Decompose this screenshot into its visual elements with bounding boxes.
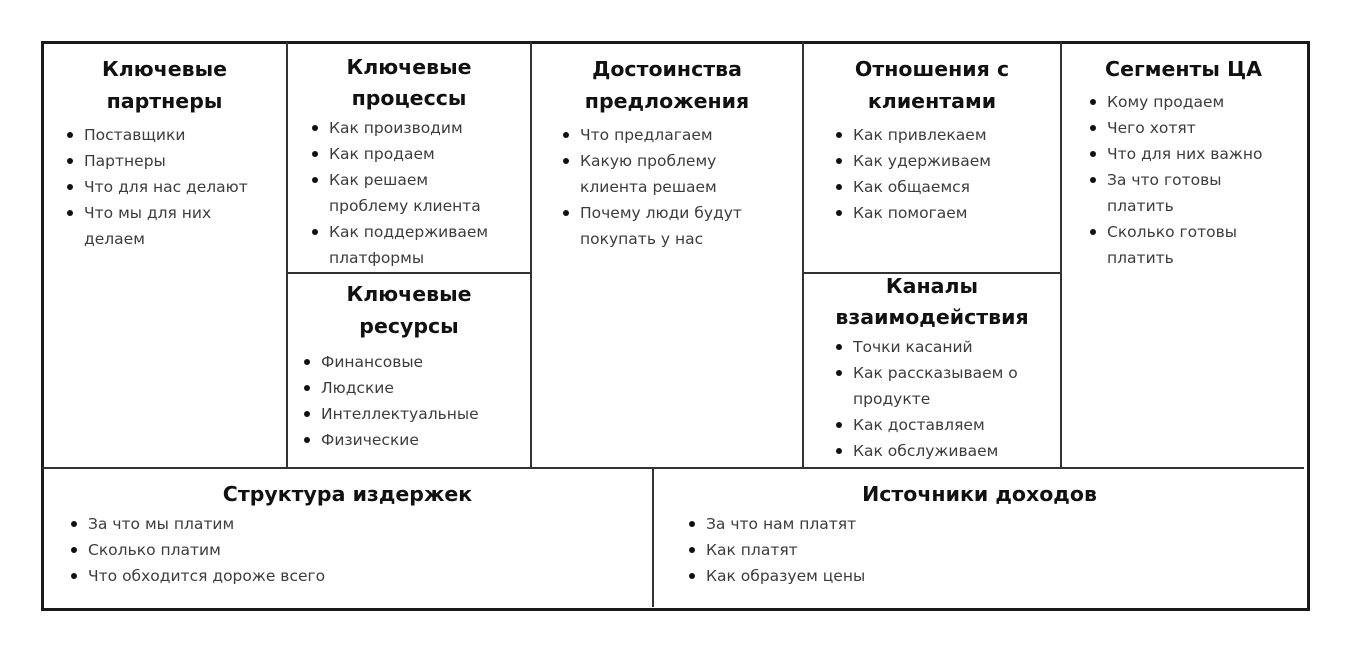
list-item: Кому продаем (1090, 89, 1262, 115)
divider (530, 42, 532, 468)
block-title: Каналы взаимодействия (835, 274, 1029, 329)
list-item: За что готовы платить (1090, 167, 1262, 219)
list-item: Как производим (312, 115, 488, 141)
list-item: Что предлагаем (563, 122, 742, 148)
list-item: Что для нас делают (67, 174, 248, 200)
list-item: Что обходится дороже всего (71, 563, 325, 589)
list-item: Сколько готовы платить (1090, 219, 1262, 271)
block-title: Ключевые партнеры (101, 57, 228, 113)
list-item: Физические (304, 427, 479, 453)
block-title: Сегменты ЦА (1105, 57, 1262, 81)
list-item: Как обслуживаем (836, 438, 1018, 464)
list-item: Чего хотят (1090, 115, 1262, 141)
list-item: Как удерживаем (836, 148, 991, 174)
block-title: Отношения с клиентами (854, 57, 1010, 113)
list-item: Как поддерживаем платформы (312, 219, 488, 271)
divider (803, 272, 1061, 274)
list-item: Как помогаем (836, 200, 991, 226)
list-item: Как рассказываем о продукте (836, 360, 1018, 412)
divider (287, 272, 531, 274)
list-item: Как продаем (312, 141, 488, 167)
list-item: Как общаемся (836, 174, 991, 200)
list-item: Как платят (689, 537, 865, 563)
list-item: За что нам платят (689, 511, 865, 537)
list-item: Почему люди будут покупать у нас (563, 200, 742, 252)
list-item: Как образуем цены (689, 563, 865, 589)
block-title: Структура издержек (222, 482, 473, 506)
business-model-canvas-frame (41, 41, 1310, 611)
block-title: Достоинства предложения (584, 57, 750, 113)
list-item: Что мы для них делаем (67, 200, 248, 252)
divider (652, 468, 654, 607)
list-item: Какую проблему клиента решаем (563, 148, 742, 200)
list-item: Сколько платим (71, 537, 325, 563)
divider (42, 467, 1304, 469)
list-item: Точки касаний (836, 334, 1018, 360)
list-item: Интеллектуальные (304, 401, 479, 427)
list-item: Что для них важно (1090, 141, 1262, 167)
list-item: Людские (304, 375, 479, 401)
block-title: Ключевые ресурсы (346, 282, 472, 338)
list-item: Как доставляем (836, 412, 1018, 438)
divider (802, 42, 804, 468)
list-item: Поставщики (67, 122, 248, 148)
divider (286, 42, 288, 468)
block-title: Ключевые процессы (346, 55, 472, 110)
block-title: Источники доходов (862, 482, 1097, 506)
divider (1060, 42, 1062, 468)
list-item: Как решаем проблему клиента (312, 167, 488, 219)
list-item: Финансовые (304, 349, 479, 375)
list-item: За что мы платим (71, 511, 325, 537)
list-item: Как привлекаем (836, 122, 991, 148)
list-item: Партнеры (67, 148, 248, 174)
